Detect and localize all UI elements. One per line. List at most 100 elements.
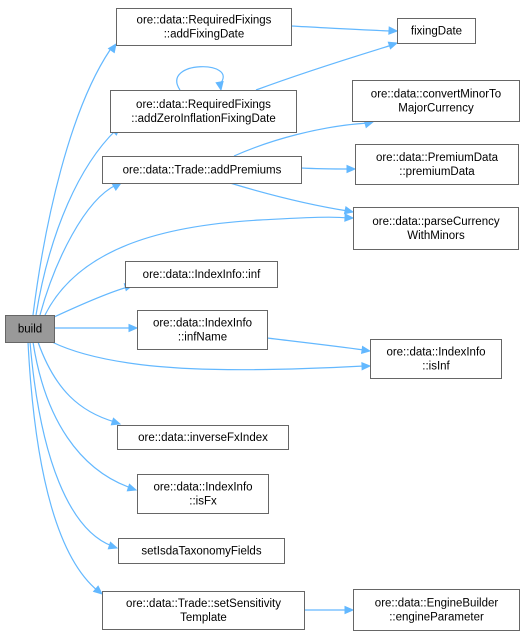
node-box xyxy=(352,80,520,122)
node-inverseFxIndex[interactable]: ore::data::inverseFxIndex xyxy=(117,425,289,450)
edge-addPremiums-to-premiumData xyxy=(300,164,357,174)
edge-addZeroInflationFixingDate-to-fixingDate xyxy=(255,41,399,91)
edge-line xyxy=(37,341,116,423)
edge-line xyxy=(176,66,224,91)
edge-build-to-setSensitivityTemplate xyxy=(27,341,103,595)
edge-build-to-addPremiums xyxy=(39,182,123,316)
node-premiumData[interactable]: ore::data::PremiumData::premiumData xyxy=(355,144,519,185)
node-label: ore::data::inverseFxIndex xyxy=(138,432,268,444)
edge-line xyxy=(290,25,392,32)
edge-addFixingDate-to-fixingDate xyxy=(290,25,399,35)
node-box xyxy=(125,261,278,288)
edge-build-to-setIsdaTaxonomyFields xyxy=(29,341,119,550)
node-label: ore::data::IndexInfo xyxy=(386,347,485,359)
node-label: ore::data::EngineBuilder xyxy=(375,598,499,610)
node-label: ::infName xyxy=(178,332,227,344)
node-label: ore::data::Trade::addPremiums xyxy=(123,165,282,177)
arrowhead xyxy=(107,541,119,550)
node-setIsdaTaxonomyFields[interactable]: setIsdaTaxonomyFields xyxy=(118,538,285,564)
node-label: ore::data::Trade::setSensitivity xyxy=(126,598,281,610)
node-label: ore::data::RequiredFixings xyxy=(137,15,272,27)
arrowhead xyxy=(344,213,355,222)
node-box xyxy=(137,474,269,514)
node-infName[interactable]: ore::data::IndexInfo::infName xyxy=(137,310,268,350)
node-label: ore::data::parseCurrency xyxy=(372,216,499,228)
node-box xyxy=(117,425,289,450)
node-box xyxy=(355,144,519,185)
edge-line xyxy=(32,49,111,316)
node-label: ::engineParameter xyxy=(389,612,484,624)
edge-infName-to-isInf xyxy=(266,337,372,355)
edge-setSensitivityTemplate-to-engineParameter xyxy=(304,605,355,615)
edge-line xyxy=(229,182,349,212)
node-label: ::isInf xyxy=(422,361,450,373)
node-label: ore::data::IndexInfo xyxy=(153,318,252,330)
arrowhead xyxy=(107,42,117,54)
edge-line xyxy=(35,129,117,316)
edge-line xyxy=(51,286,129,319)
node-box xyxy=(110,90,297,133)
node-build[interactable]: build xyxy=(5,315,55,343)
edge-line xyxy=(233,122,369,157)
node-label: ::addZeroInflationFixingDate xyxy=(131,113,275,125)
node-label: Template xyxy=(180,612,227,624)
node-label: ::isFx xyxy=(189,496,217,508)
arrowhead xyxy=(110,417,122,426)
node-box xyxy=(370,339,502,379)
node-box xyxy=(118,538,285,564)
node-box xyxy=(102,156,302,184)
node-fixingDate[interactable]: fixingDate xyxy=(397,18,476,44)
node-label: WithMinors xyxy=(407,230,465,242)
edge-line xyxy=(32,341,132,489)
node-label: ore::data::PremiumData xyxy=(376,152,499,164)
node-addZeroInflationFixingDate[interactable]: ore::data::RequiredFixings::addZeroInfla… xyxy=(110,90,297,133)
node-box xyxy=(5,315,55,343)
node-box xyxy=(353,207,519,250)
node-addPremiums[interactable]: ore::data::Trade::addPremiums xyxy=(102,156,302,184)
arrowhead xyxy=(343,206,355,215)
node-label: setIsdaTaxonomyFields xyxy=(141,546,261,558)
node-label: ore::data::IndexInfo xyxy=(153,482,252,494)
edge-line xyxy=(29,341,113,547)
node-box xyxy=(137,310,268,350)
node-isFx[interactable]: ore::data::IndexInfo::isFx xyxy=(137,474,269,514)
node-engineParameter[interactable]: ore::data::EngineBuilder::engineParamete… xyxy=(353,589,520,631)
arrowhead xyxy=(360,345,372,355)
edge-addPremiums-to-convertMinorToMajorCurrency xyxy=(233,120,375,157)
arrowhead xyxy=(387,41,399,50)
arrowhead xyxy=(128,323,139,333)
node-box xyxy=(353,589,520,631)
node-addFixingDate[interactable]: ore::data::RequiredFixings::addFixingDat… xyxy=(116,8,292,46)
node-isInf[interactable]: ore::data::IndexInfo::isInf xyxy=(370,339,502,379)
node-label: MajorCurrency xyxy=(398,103,474,115)
edges-layer xyxy=(27,25,399,615)
edge-line xyxy=(39,184,117,316)
node-label: fixingDate xyxy=(411,26,462,38)
arrowhead xyxy=(346,164,357,174)
node-box xyxy=(397,18,476,44)
edge-addPremiums-to-parseCurrencyWithMinors xyxy=(229,182,355,215)
edge-line xyxy=(266,337,365,351)
node-box xyxy=(116,8,292,46)
node-inf[interactable]: ore::data::IndexInfo::inf xyxy=(125,261,278,288)
edge-line xyxy=(300,167,351,170)
arrowhead xyxy=(344,605,355,615)
edge-build-to-parseCurrencyWithMinors xyxy=(44,213,355,316)
node-box xyxy=(102,591,305,630)
arrowhead xyxy=(361,362,372,371)
node-label: build xyxy=(18,324,42,336)
edge-build-to-inverseFxIndex xyxy=(37,341,122,426)
edge-build-to-infName xyxy=(55,323,139,333)
node-label: ::premiumData xyxy=(399,166,475,178)
edge-addZeroInflationFixingDate-to-addZeroInflationFixingDate xyxy=(176,66,224,92)
edge-build-to-isFx xyxy=(32,341,138,492)
arrowhead xyxy=(215,80,224,92)
edge-build-to-addFixingDate xyxy=(32,42,117,316)
edge-line xyxy=(255,44,393,91)
arrowhead xyxy=(388,26,399,35)
node-label: ::addFixingDate xyxy=(164,29,245,41)
